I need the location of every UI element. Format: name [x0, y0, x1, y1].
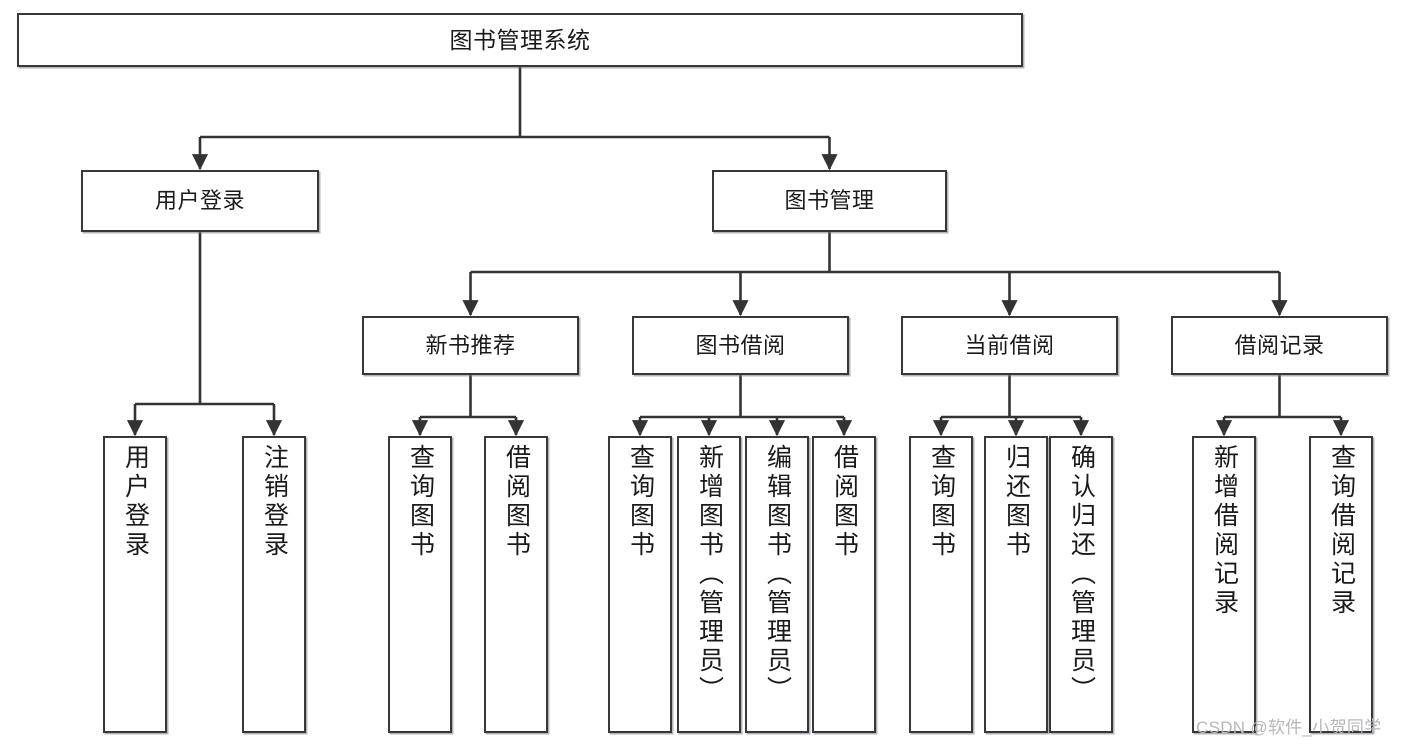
node-user-login-label: 用户登录 — [154, 188, 245, 214]
node-op-query-book-2[interactable]: 查询图书 — [608, 436, 672, 733]
node-op-query-book-1[interactable]: 查询图书 — [388, 436, 452, 733]
node-op-user-login-label: 用户登录 — [121, 444, 150, 560]
node-op-borrow-book-2[interactable]: 借阅图书 — [812, 436, 876, 733]
node-op-borrow-book-2-label: 借阅图书 — [830, 444, 859, 560]
node-op-return-book-label: 归还图书 — [1002, 444, 1031, 560]
node-op-confirm-return-label: 确认归还（管理员） — [1067, 444, 1096, 705]
node-op-query-book-1-label: 查询图书 — [406, 444, 435, 560]
node-op-add-record-label: 新增借阅记录 — [1210, 444, 1239, 618]
node-op-query-record-label: 查询借阅记录 — [1327, 444, 1356, 618]
node-op-query-record[interactable]: 查询借阅记录 — [1309, 436, 1373, 733]
node-borrow-record-label: 借阅记录 — [1234, 332, 1325, 358]
node-user-login[interactable]: 用户登录 — [81, 170, 319, 232]
node-root[interactable]: 图书管理系统 — [17, 13, 1023, 67]
node-book-manage-label: 图书管理 — [784, 188, 875, 214]
node-new-book-recommend-label: 新书推荐 — [425, 332, 516, 358]
node-op-return-book[interactable]: 归还图书 — [984, 436, 1048, 733]
node-op-edit-book-label: 编辑图书（管理员） — [763, 444, 792, 705]
node-op-add-record[interactable]: 新增借阅记录 — [1192, 436, 1256, 733]
node-op-user-login[interactable]: 用户登录 — [103, 436, 167, 733]
node-book-borrow[interactable]: 图书借阅 — [632, 316, 849, 375]
node-current-borrow[interactable]: 当前借阅 — [901, 316, 1118, 375]
watermark: CSDN @软件_小贺同学 — [1196, 718, 1382, 737]
node-current-borrow-label: 当前借阅 — [964, 332, 1055, 358]
node-borrow-record[interactable]: 借阅记录 — [1171, 316, 1388, 375]
node-op-borrow-book-1[interactable]: 借阅图书 — [484, 436, 548, 733]
node-op-add-book-label: 新增图书（管理员） — [695, 444, 724, 705]
node-new-book-recommend[interactable]: 新书推荐 — [362, 316, 579, 375]
node-op-borrow-book-1-label: 借阅图书 — [502, 444, 531, 560]
node-op-add-book[interactable]: 新增图书（管理员） — [677, 436, 741, 733]
node-root-label: 图书管理系统 — [449, 26, 591, 53]
node-op-edit-book[interactable]: 编辑图书（管理员） — [745, 436, 809, 733]
node-op-confirm-return[interactable]: 确认归还（管理员） — [1049, 436, 1113, 733]
node-op-user-logout[interactable]: 注销登录 — [242, 436, 306, 733]
node-op-query-book-3[interactable]: 查询图书 — [909, 436, 973, 733]
node-book-manage[interactable]: 图书管理 — [712, 170, 947, 232]
node-op-query-book-3-label: 查询图书 — [927, 444, 956, 560]
node-op-query-book-2-label: 查询图书 — [626, 444, 655, 560]
node-book-borrow-label: 图书借阅 — [695, 332, 786, 358]
node-op-user-logout-label: 注销登录 — [260, 444, 289, 560]
